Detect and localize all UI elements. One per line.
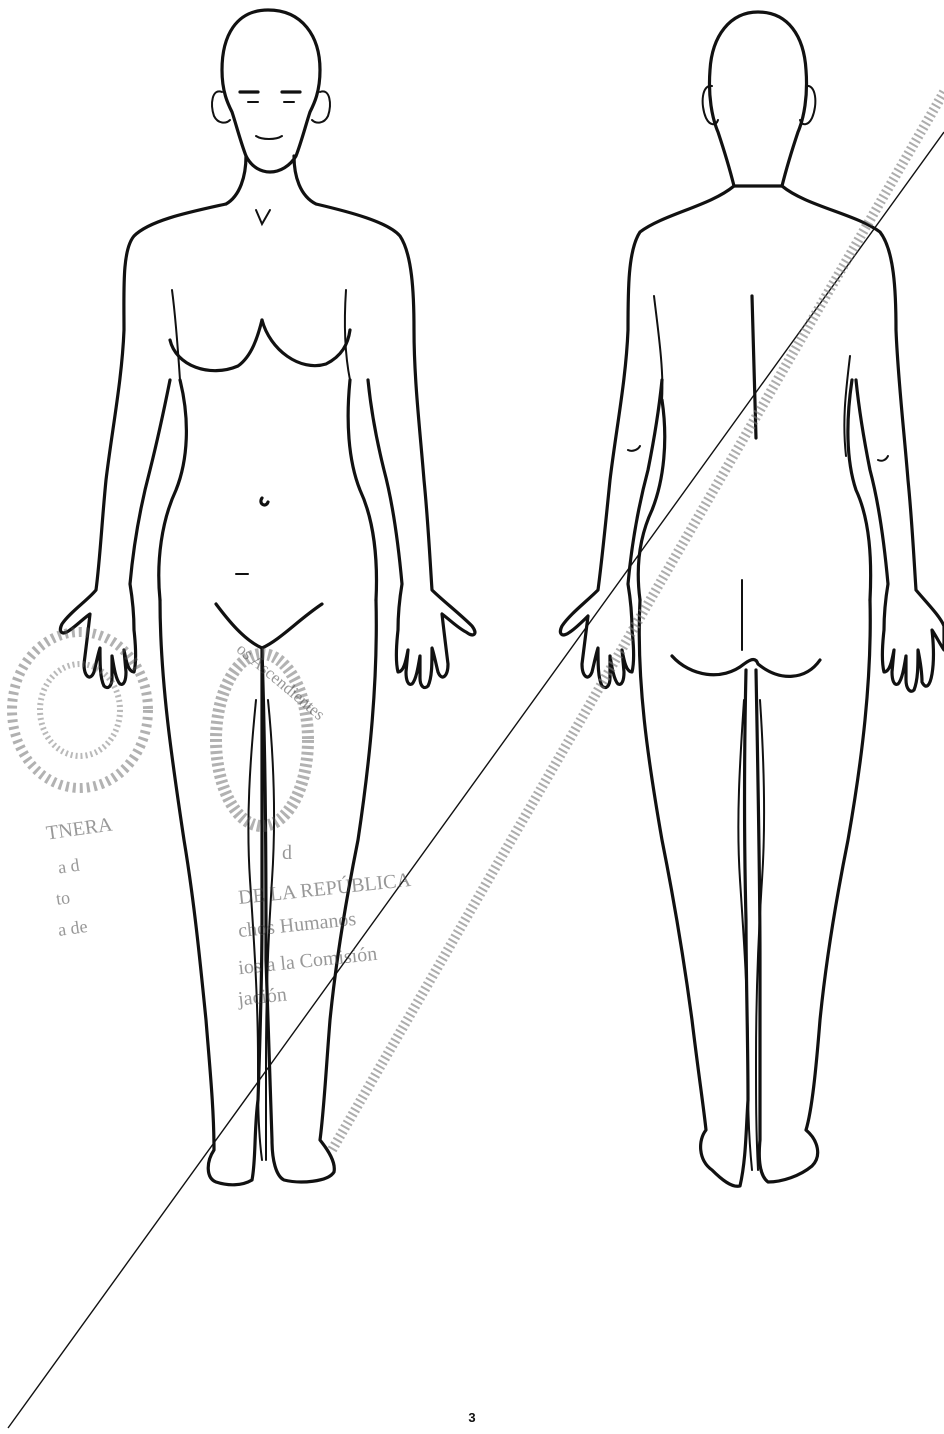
back-view-body bbox=[560, 12, 944, 1186]
stamp-text-line: a d bbox=[57, 855, 81, 879]
stamp-text-line: a de bbox=[57, 916, 89, 941]
stamp-text-line: to bbox=[55, 887, 72, 910]
stamp-text-line: d bbox=[282, 842, 292, 865]
page-number: 3 bbox=[0, 1410, 944, 1425]
diagonal-cancel-lines bbox=[8, 92, 944, 1428]
front-view-body bbox=[60, 10, 474, 1185]
